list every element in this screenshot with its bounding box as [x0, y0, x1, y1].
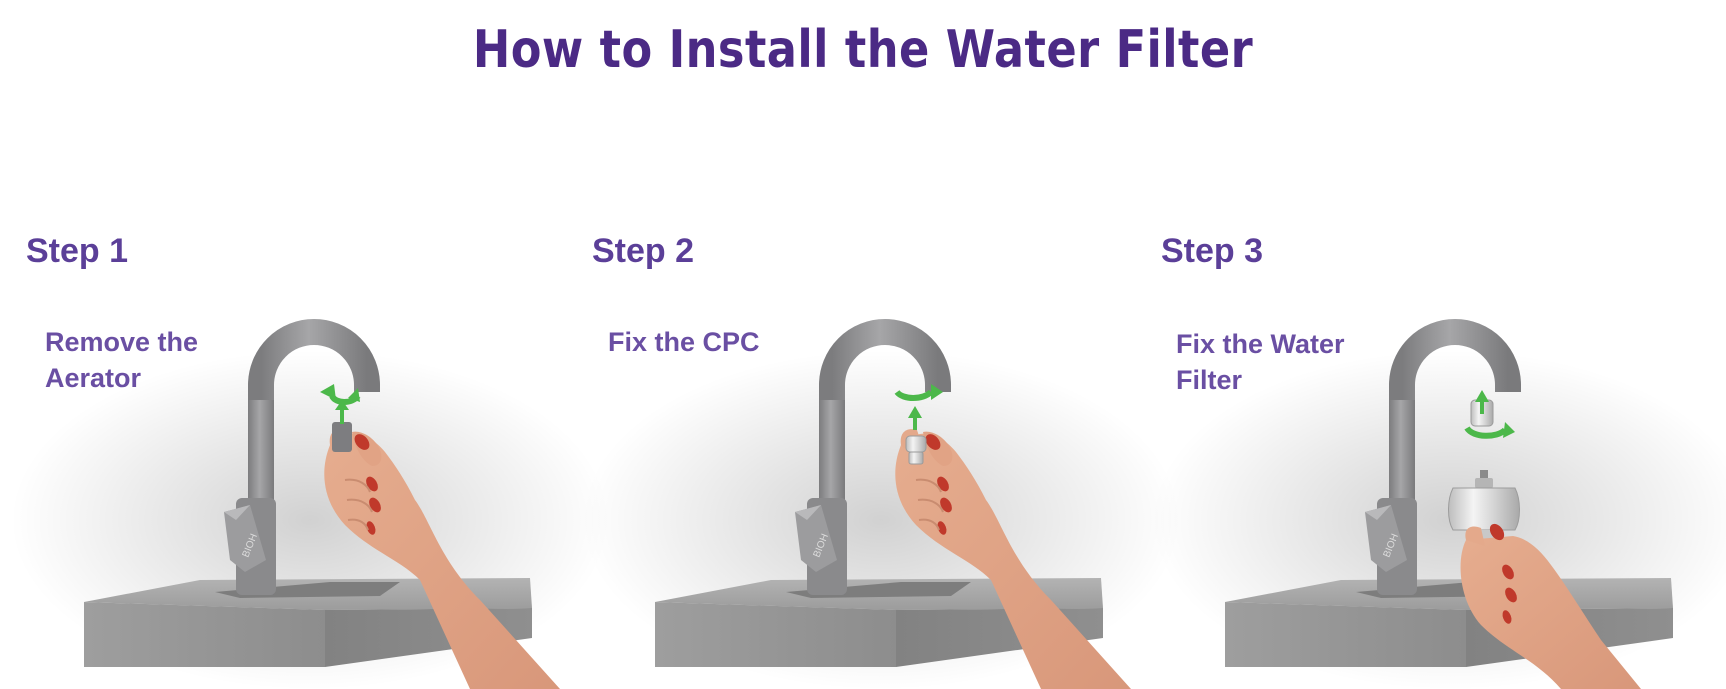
- step-3-caption-line-1: Fix the Water: [1176, 329, 1345, 359]
- step-2-caption: Fix the CPC: [608, 324, 760, 360]
- step-1-scene: [10, 332, 610, 689]
- step-3-scene: [1151, 332, 1726, 689]
- step-2-caption-line-1: Fix the CPC: [608, 327, 760, 357]
- step-2-sink-faucet: [581, 332, 1181, 689]
- rotate-arrow-icon: [320, 384, 361, 405]
- up-arrow-icon: [908, 406, 922, 430]
- step-2-cpc: [905, 435, 927, 465]
- step-3-caption-line-2: Filter: [1176, 365, 1243, 395]
- step-3-heading: Step 3: [1161, 232, 1264, 270]
- step-1-heading: Step 1: [26, 232, 129, 270]
- rotate-arrow-icon: [1464, 422, 1515, 439]
- step-1-sink-faucet: [10, 332, 610, 689]
- step-3-sink-faucet: [1151, 332, 1726, 689]
- step-2-scene: [581, 332, 1181, 689]
- step-1-aerator: [332, 422, 352, 452]
- step-2-heading: Step 2: [592, 232, 695, 270]
- rotate-arrow-icon: [894, 384, 943, 401]
- step-1-caption: Remove the Aerator: [45, 324, 198, 396]
- step-1-caption-line-1: Remove the: [45, 327, 199, 357]
- page-title: How to Install the Water Filter: [472, 20, 1254, 80]
- up-arrow-icon: [335, 400, 349, 424]
- step-3-caption: Fix the Water Filter: [1176, 326, 1345, 398]
- step-3-hand: [1460, 523, 1641, 689]
- up-arrow-icon: [1475, 390, 1489, 414]
